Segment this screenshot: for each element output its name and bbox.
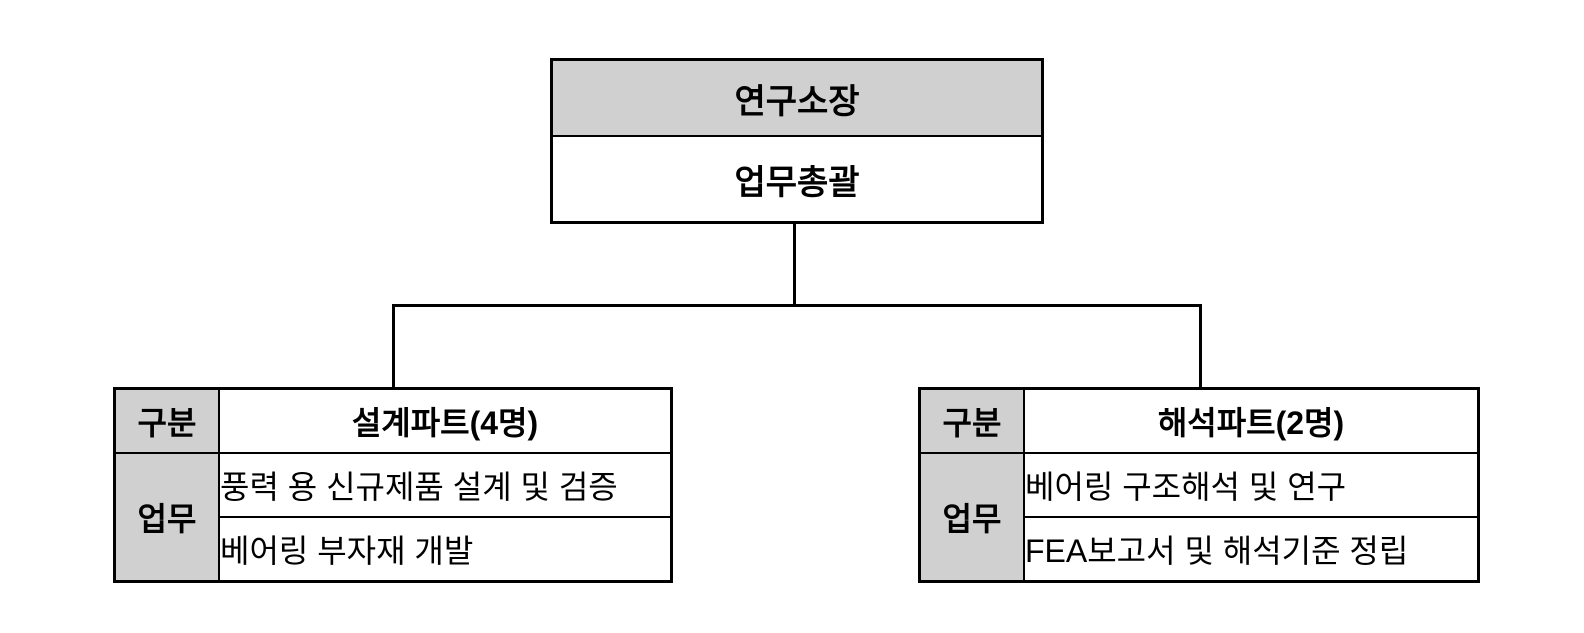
design-part-title: 설계파트(4명) [218,387,673,454]
analysis-part-title: 해석파트(2명) [1023,387,1480,454]
design-part-table: 구분 설계파트(4명) 업무 풍력 용 신규제품 설계 및 검증 베어링 부자재… [113,387,673,583]
table-row: FEA보고서 및 해석기준 정립 [920,516,1480,583]
analysis-part-table: 구분 해석파트(2명) 업무 베어링 구조해석 및 연구 FEA보고서 및 해석… [918,387,1480,583]
connector-right-drop [1199,304,1202,388]
table-row: 업무 베어링 구조해석 및 연구 [918,452,1480,583]
table-row: 베어링 부자재 개발 [115,516,673,583]
table-row: 구분 설계파트(4명) [113,387,673,454]
connector-stem [793,221,796,306]
analysis-row-label-gubun: 구분 [918,387,1025,454]
connector-crossbar [392,304,1202,307]
design-row-label-upmu: 업무 [113,452,220,583]
connector-left-drop [392,304,395,388]
root-node-subtitle: 업무총괄 [553,137,1041,221]
analysis-task-2: FEA보고서 및 해석기준 정립 [1023,516,1480,583]
design-row-label-gubun: 구분 [113,387,220,454]
table-row: 업무 풍력 용 신규제품 설계 및 검증 [113,452,673,583]
design-task-1: 풍력 용 신규제품 설계 및 검증 [218,452,673,518]
root-node: 연구소장 업무총괄 [550,58,1044,224]
design-task-2: 베어링 부자재 개발 [218,516,673,583]
analysis-row-label-upmu: 업무 [918,452,1025,583]
table-row: 구분 해석파트(2명) [918,387,1480,454]
root-node-title: 연구소장 [553,61,1041,137]
analysis-task-1: 베어링 구조해석 및 연구 [1023,452,1480,518]
